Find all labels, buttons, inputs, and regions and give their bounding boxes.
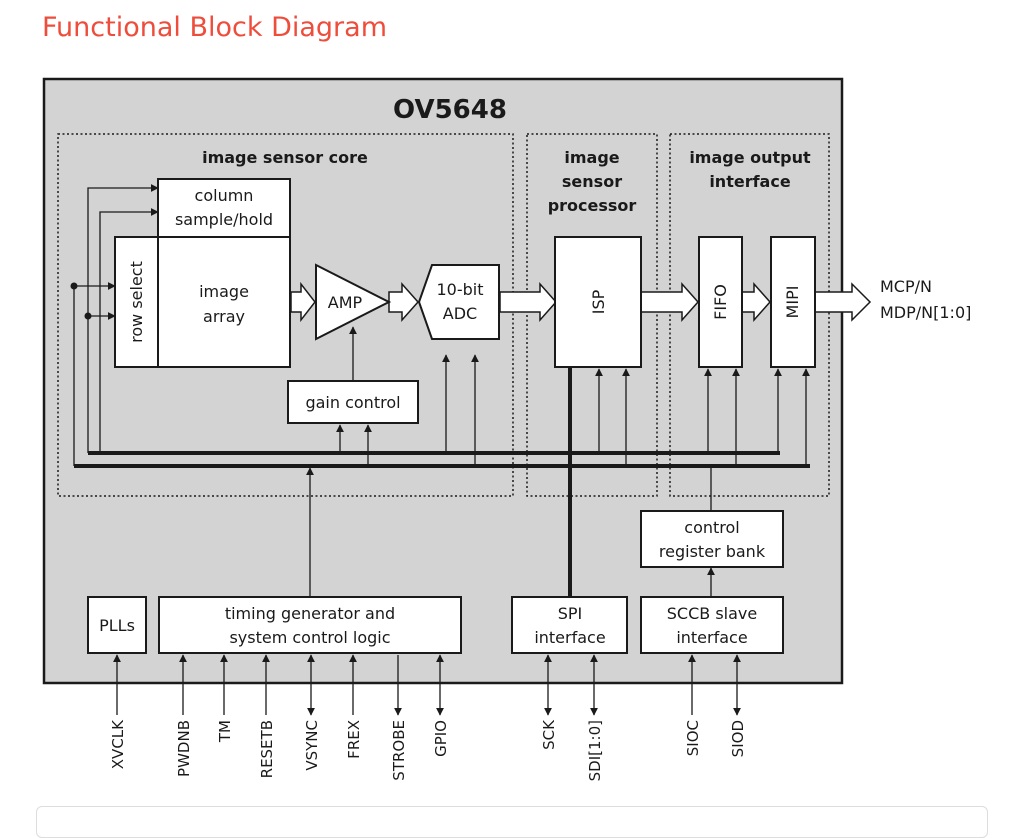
spi-interface-block <box>511 596 628 654</box>
column-label-1: column <box>195 186 254 205</box>
bottom-card <box>36 806 988 838</box>
plls-block <box>87 596 147 654</box>
diagram-heading: Functional Block Diagram <box>42 12 388 43</box>
column-sample-hold-block <box>157 178 291 238</box>
pin-label-tm: TM <box>216 720 234 743</box>
data-arrow-adc-isp <box>499 282 558 322</box>
adc-label-2: ADC <box>443 304 477 323</box>
column-label-2: sample/hold <box>175 210 273 229</box>
data-arrow-fifo-mipi <box>741 282 772 322</box>
data-arrow-array-amp <box>290 281 316 323</box>
timing-label-1: timing generator and <box>225 604 395 623</box>
amp-label: AMP <box>328 293 363 312</box>
section-image-sensor-processor <box>526 133 658 497</box>
chip-name: OV5648 <box>393 95 507 125</box>
amp-block <box>315 263 392 341</box>
fifo-block <box>698 236 743 368</box>
isp-label: ISP <box>589 289 608 314</box>
output-mcp-label: MCP/N <box>880 277 932 296</box>
ctrl-line-column-mid <box>99 208 159 453</box>
image-array-label-1: image <box>199 282 249 301</box>
row-select-label: row select <box>127 261 146 343</box>
adc-label-1: 10-bit <box>436 280 483 299</box>
adc-block <box>417 264 500 340</box>
pin-label-frex: FREX <box>345 720 363 759</box>
pin-label-gpio: GPIO <box>432 720 450 757</box>
data-arrow-mipi-out <box>814 282 872 322</box>
section-label-output-1: image output <box>689 148 811 167</box>
section-image-output-interface <box>669 133 830 497</box>
pin-label-xvclk: XVCLK <box>109 719 127 769</box>
pin-label-sioc: SIOC <box>684 720 702 756</box>
block-diagram: OV5648 image sensor core image sensor pr… <box>42 77 971 781</box>
pin-label-pwdnb: PWDNB <box>175 720 193 777</box>
mipi-label: MIPI <box>783 286 802 319</box>
section-image-sensor-core <box>57 133 514 497</box>
pin-label-vsync: VSYNC <box>303 720 321 771</box>
spi-label-1: SPI <box>558 604 583 623</box>
sccb-label-1: SCCB slave <box>667 604 757 623</box>
sccb-label-2: interface <box>676 628 747 647</box>
output-mdp-label: MDP/N[1:0] <box>880 303 971 322</box>
section-label-isp-2: sensor <box>562 172 622 191</box>
pin-label-sck: SCK <box>540 719 558 750</box>
gain-control-block <box>287 380 419 424</box>
data-arrow-isp-fifo <box>640 282 700 322</box>
timing-generator-block <box>158 596 462 654</box>
control-register-label-1: control <box>684 518 739 537</box>
sccb-interface-block <box>640 596 784 654</box>
control-register-bank-block <box>640 510 784 568</box>
timing-label-2: system control logic <box>229 628 390 647</box>
section-label-output-2: interface <box>709 172 791 191</box>
isp-block <box>554 236 642 368</box>
chip-outline <box>42 77 844 685</box>
pin-label-sdi: SDI[1:0] <box>586 720 604 781</box>
data-arrow-amp-adc <box>388 282 420 322</box>
pin-label-resetb: RESETB <box>258 720 276 778</box>
spi-label-2: interface <box>534 628 605 647</box>
gain-control-label: gain control <box>305 393 400 412</box>
control-register-label-2: register bank <box>659 542 766 561</box>
pin-label-strobe: STROBE <box>390 720 408 781</box>
image-array-label-2: array <box>203 307 245 326</box>
ctrl-line-column-top <box>87 184 159 453</box>
mipi-block <box>770 236 816 368</box>
plls-label: PLLs <box>99 616 135 635</box>
section-label-isp-1: image <box>564 148 619 167</box>
image-array-block <box>157 236 291 368</box>
fifo-label: FIFO <box>711 284 730 320</box>
section-label-isp-3: processor <box>548 196 637 215</box>
section-label-core: image sensor core <box>202 148 368 167</box>
pin-label-siod: SIOD <box>729 720 747 757</box>
